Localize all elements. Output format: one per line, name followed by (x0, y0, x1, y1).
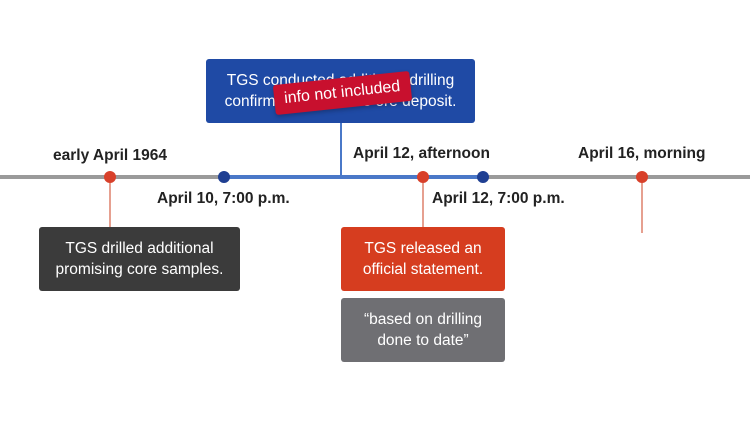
event-box-early-april-1964: TGS drilled additional promising core sa… (39, 227, 240, 291)
stem-april-16 (641, 183, 643, 233)
quote-box-april-12: “based on drilling done to date” (341, 298, 505, 362)
timeline-highlight-segment (224, 175, 484, 179)
quote-line-1: “based on drilling (363, 311, 483, 328)
event-early-april-line-2: promising core samples. (55, 261, 224, 278)
marker-april-12-evening (477, 171, 489, 183)
date-label-april-16: April 16, morning (578, 145, 706, 162)
date-label-april-10: April 10, 7:00 p.m. (157, 190, 290, 207)
stem-april-12-afternoon (422, 183, 424, 227)
date-label-april-12-evening: April 12, 7:00 p.m. (432, 190, 565, 207)
date-label-april-12-afternoon: April 12, afternoon (353, 145, 490, 162)
event-april-12-line-2: official statement. (362, 261, 484, 278)
marker-april-12-afternoon (417, 171, 429, 183)
date-label-early-april-1964: early April 1964 (53, 147, 168, 164)
event-april-12-line-1: TGS released an (364, 240, 482, 257)
marker-early-april-1964 (104, 171, 116, 183)
quote-line-2: done to date” (377, 332, 469, 349)
stem-early-april-1964 (109, 183, 111, 227)
marker-april-16 (636, 171, 648, 183)
marker-april-10 (218, 171, 230, 183)
event-box-april-12-statement: TGS released an official statement. (341, 227, 505, 291)
top-box-connector (340, 120, 342, 177)
event-early-april-line-1: TGS drilled additional (65, 240, 214, 257)
